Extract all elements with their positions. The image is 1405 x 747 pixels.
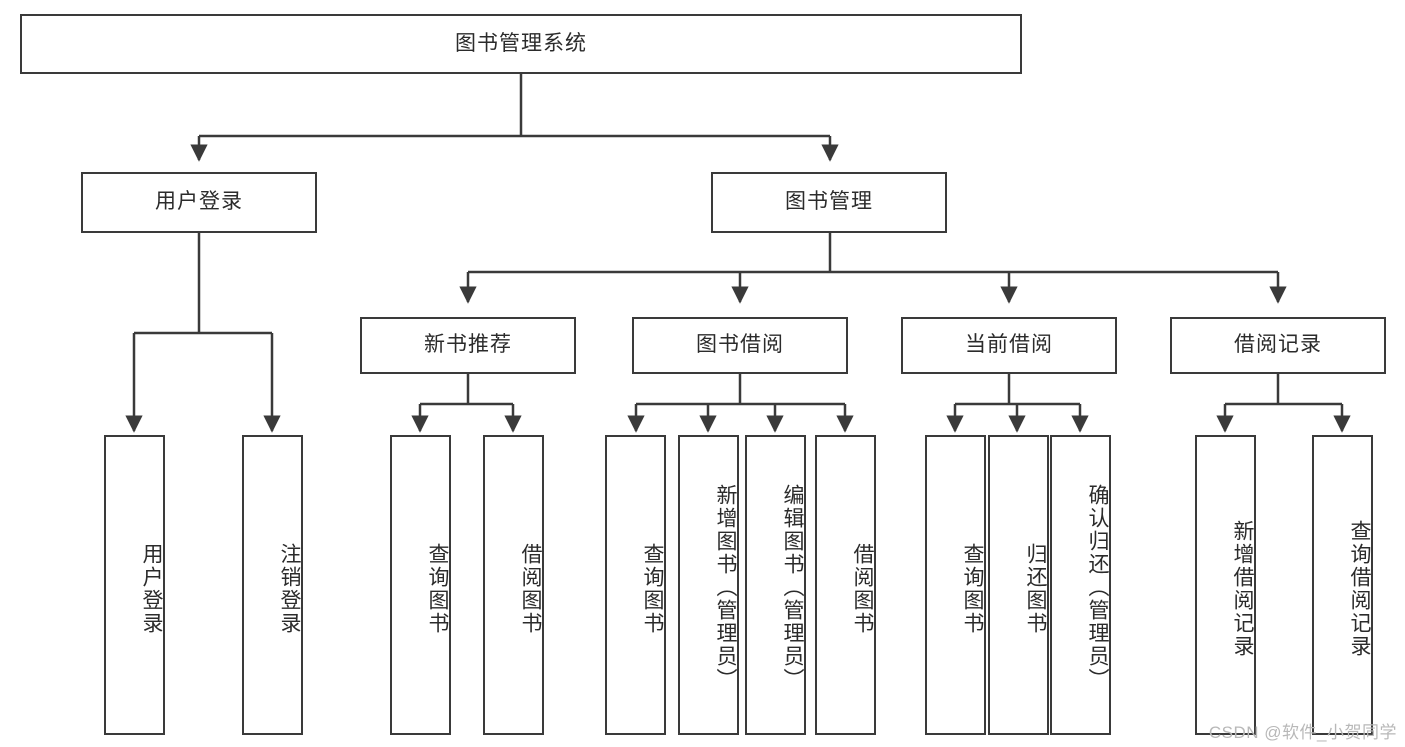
node-label: 用户登录 — [140, 543, 163, 635]
node-borrow-record[interactable]: 借阅记录 — [1170, 317, 1386, 374]
node-label: 图书管理系统 — [455, 31, 587, 55]
node-new-book-recommend[interactable]: 新书推荐 — [360, 317, 576, 374]
node-current-borrow[interactable]: 当前借阅 — [901, 317, 1117, 374]
node-label: 确认归还（管理员） — [1086, 483, 1109, 691]
node-label: 当前借阅 — [965, 333, 1053, 357]
leaf-node-add-book[interactable]: 新增图书（管理员） — [678, 435, 739, 735]
node-root-book-management-system[interactable]: 图书管理系统 — [20, 14, 1022, 74]
leaf-node-borrow-book-2[interactable]: 借阅图书 — [815, 435, 876, 735]
node-label: 新增图书（管理员） — [714, 483, 737, 691]
node-user-login[interactable]: 用户登录 — [81, 172, 317, 233]
edges-userlogin-to-leaves — [125, 233, 281, 433]
node-label: 借阅记录 — [1234, 333, 1322, 357]
node-label: 查询图书 — [641, 543, 664, 635]
leaf-node-query-record[interactable]: 查询借阅记录 — [1312, 435, 1373, 735]
leaf-node-borrow-book-1[interactable]: 借阅图书 — [483, 435, 544, 735]
node-label: 归还图书 — [1024, 543, 1047, 635]
node-label: 借阅图书 — [851, 543, 874, 635]
leaf-node-return-book[interactable]: 归还图书 — [988, 435, 1049, 735]
leaf-node-edit-book[interactable]: 编辑图书（管理员） — [745, 435, 806, 735]
leaf-node-query-book-3[interactable]: 查询图书 — [925, 435, 986, 735]
node-book-borrow[interactable]: 图书借阅 — [632, 317, 848, 374]
edges-newbook-to-leaves — [411, 374, 522, 433]
node-label: 借阅图书 — [519, 543, 542, 635]
node-label: 用户登录 — [155, 190, 243, 214]
leaf-node-confirm-return[interactable]: 确认归还（管理员） — [1050, 435, 1111, 735]
leaf-node-query-book-1[interactable]: 查询图书 — [390, 435, 451, 735]
node-label: 查询图书 — [426, 543, 449, 635]
leaf-node-query-book-2[interactable]: 查询图书 — [605, 435, 666, 735]
edges-root-to-level2 — [190, 74, 839, 162]
node-label: 注销登录 — [278, 543, 301, 635]
node-label: 图书借阅 — [696, 333, 784, 357]
edges-bookborrow-to-leaves — [627, 374, 854, 433]
node-label: 新书推荐 — [424, 333, 512, 357]
edges-borrowrecord-to-leaves — [1216, 374, 1351, 433]
edges-currentborrow-to-leaves — [946, 374, 1089, 433]
leaf-node-user-login[interactable]: 用户登录 — [104, 435, 165, 735]
node-label: 新增借阅记录 — [1231, 520, 1254, 658]
leaf-node-add-record[interactable]: 新增借阅记录 — [1195, 435, 1256, 735]
node-label: 查询借阅记录 — [1348, 520, 1371, 658]
node-book-management[interactable]: 图书管理 — [711, 172, 947, 233]
node-label: 图书管理 — [785, 190, 873, 214]
node-label: 编辑图书（管理员） — [781, 483, 804, 691]
edges-bookmgmt-to-level3 — [459, 233, 1287, 304]
node-label: 查询图书 — [961, 543, 984, 635]
leaf-node-logout[interactable]: 注销登录 — [242, 435, 303, 735]
